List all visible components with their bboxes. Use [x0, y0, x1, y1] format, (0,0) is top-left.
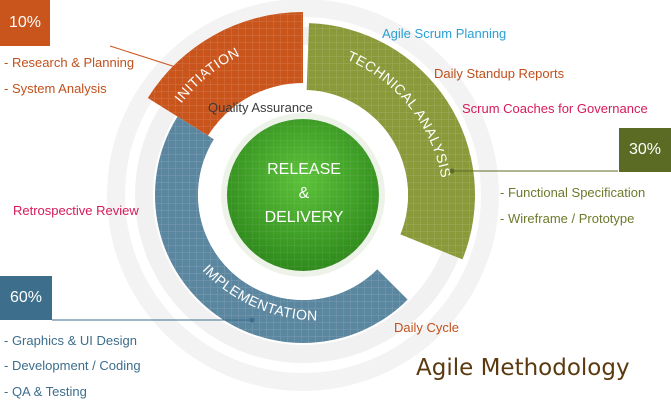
initiation-percent: 10% — [8, 14, 42, 31]
retrospective-review: Retrospective Review — [13, 203, 139, 218]
technical-percent: 30% — [628, 141, 662, 158]
implementation-item: - QA & Testing — [4, 384, 87, 399]
implementation-leader-dot — [249, 317, 255, 323]
center-line-3: DELIVERY — [264, 209, 344, 226]
center-grid — [227, 119, 379, 271]
daily-standup-reports: Daily Standup Reports — [434, 66, 565, 81]
implementation-percent-box: 60% — [0, 276, 52, 320]
scrum-coaches: Scrum Coaches for Governance — [462, 101, 648, 116]
center-line-1: RELEASE — [267, 161, 341, 178]
daily-cycle: Daily Cycle — [394, 320, 460, 335]
technical-item: - Functional Specification — [500, 185, 646, 200]
implementation-item: - Graphics & UI Design — [4, 333, 137, 348]
technical-percent-box: 30% — [619, 128, 671, 172]
initiation-segment-grid — [147, 12, 303, 136]
implementation-item: - Development / Coding — [4, 358, 141, 373]
technical-item: - Wireframe / Prototype — [500, 211, 635, 226]
initiation-percent-box: 10% — [0, 0, 50, 46]
center-label: RELEASE & DELIVERY — [229, 158, 379, 230]
initiation-item: - Research & Planning — [4, 55, 135, 70]
agile-scrum-planning: Agile Scrum Planning — [382, 26, 507, 41]
technical-segment-grid — [306, 23, 475, 260]
initiation-leader — [109, 45, 211, 79]
initiation-item: - System Analysis — [4, 81, 107, 96]
page-title: Agile Methodology — [416, 355, 630, 381]
initiation-leader-dot — [207, 75, 213, 81]
technical-leader-dot — [449, 168, 455, 174]
quality-assurance: Quality Assurance — [208, 100, 313, 115]
implementation-percent: 60% — [9, 289, 43, 306]
center-line-2: & — [298, 185, 310, 202]
implementation-segment-grid — [154, 116, 408, 344]
